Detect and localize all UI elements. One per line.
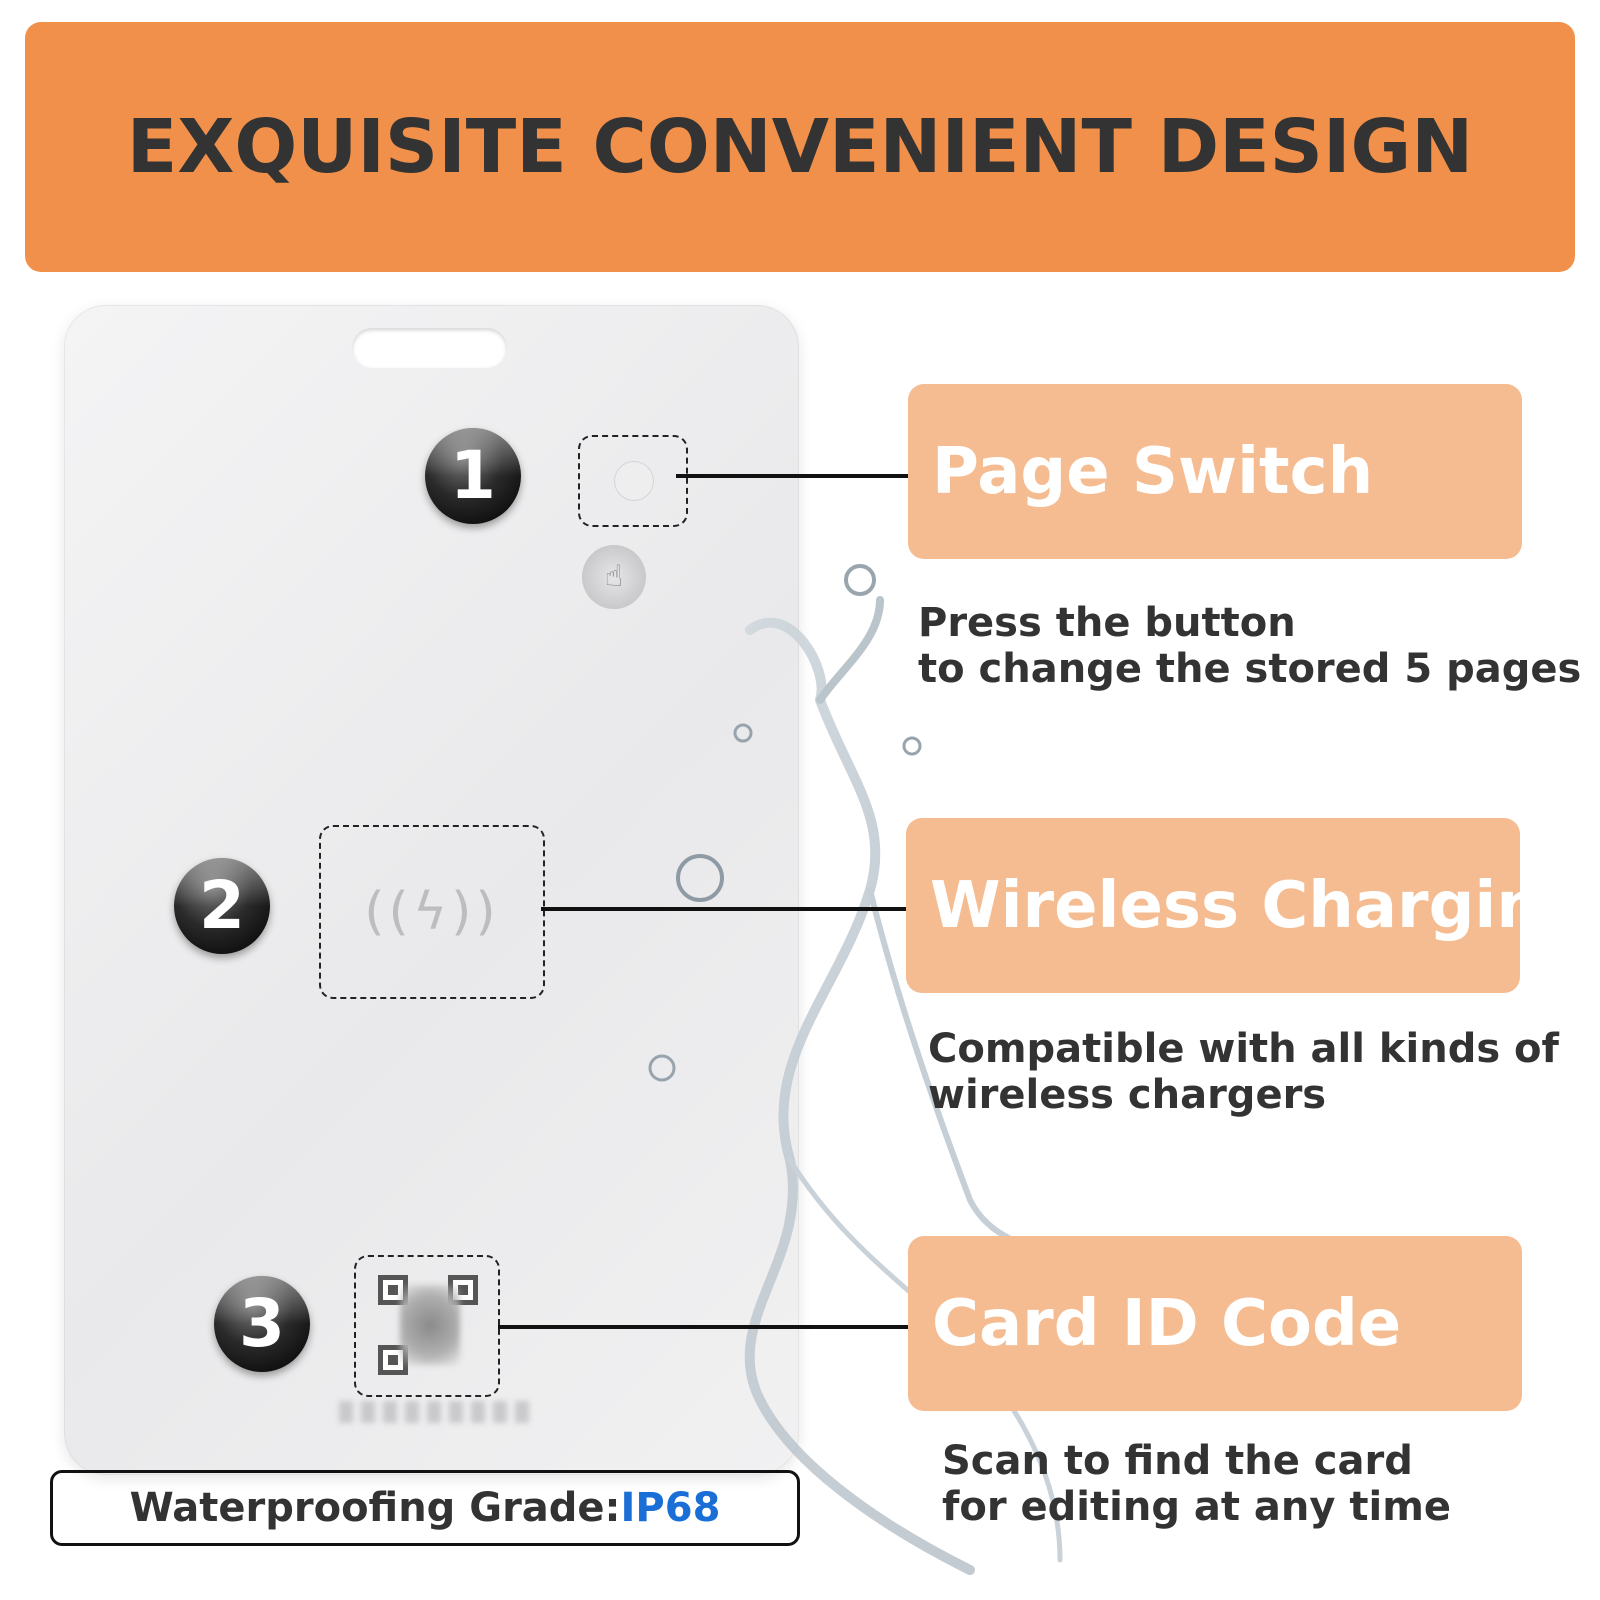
- feature-label-box-2: Wireless Charging: [906, 818, 1588, 993]
- feature-label-wireless-charging: Wireless Charging: [930, 868, 1588, 943]
- feature-label-page-switch: Page Switch: [932, 434, 1374, 509]
- feature-description-2-line-2: wireless chargers: [928, 1072, 1327, 1118]
- feature-description-1-line-1: Press the button: [918, 600, 1296, 646]
- wireless-charging-highlight: ((ϟ)): [319, 825, 545, 999]
- card-id-highlight: [354, 1255, 500, 1397]
- feature-label-box-1: Page Switch: [908, 384, 1522, 559]
- feature-description-3-line-1: Scan to find the card: [942, 1438, 1413, 1484]
- banner-title: EXQUISITE CONVENIENT DESIGN: [126, 104, 1474, 190]
- card-serial-blurred: [339, 1401, 529, 1423]
- feature-description-3: Scan to find the card for editing at any…: [942, 1438, 1451, 1530]
- page-switch-button: [615, 462, 653, 500]
- feature-number-1: 1: [425, 428, 521, 524]
- feature-description-3-line-2: for editing at any time: [942, 1484, 1452, 1530]
- hand-press-icon: ☝: [582, 545, 646, 609]
- waterproofing-grade-value: IP68: [620, 1485, 721, 1531]
- feature-number-3: 3: [214, 1276, 310, 1372]
- waterproofing-grade-label: Waterproofing Grade:: [129, 1485, 621, 1531]
- connector-line-2: [541, 907, 907, 911]
- feature-label-card-id-code: Card ID Code: [932, 1286, 1402, 1361]
- connector-line-1: [676, 474, 908, 478]
- qr-code-icon: [378, 1275, 478, 1375]
- feature-label-box-3: Card ID Code: [908, 1236, 1522, 1411]
- page-switch-highlight: [578, 435, 688, 527]
- feature-description-2-line-1: Compatible with all kinds of: [928, 1026, 1559, 1072]
- wireless-charging-icon: ((ϟ)): [364, 882, 500, 942]
- connector-line-3: [498, 1325, 908, 1329]
- waterproofing-grade-box: Waterproofing Grade: IP68: [50, 1470, 800, 1546]
- header-banner: EXQUISITE CONVENIENT DESIGN: [25, 22, 1575, 272]
- feature-description-1: Press the button to change the stored 5 …: [918, 600, 1581, 692]
- feature-number-2: 2: [174, 858, 270, 954]
- feature-description-1-line-2: to change the stored 5 pages: [918, 646, 1582, 692]
- feature-description-2: Compatible with all kinds of wireless ch…: [928, 1026, 1559, 1118]
- lanyard-slot: [352, 328, 507, 368]
